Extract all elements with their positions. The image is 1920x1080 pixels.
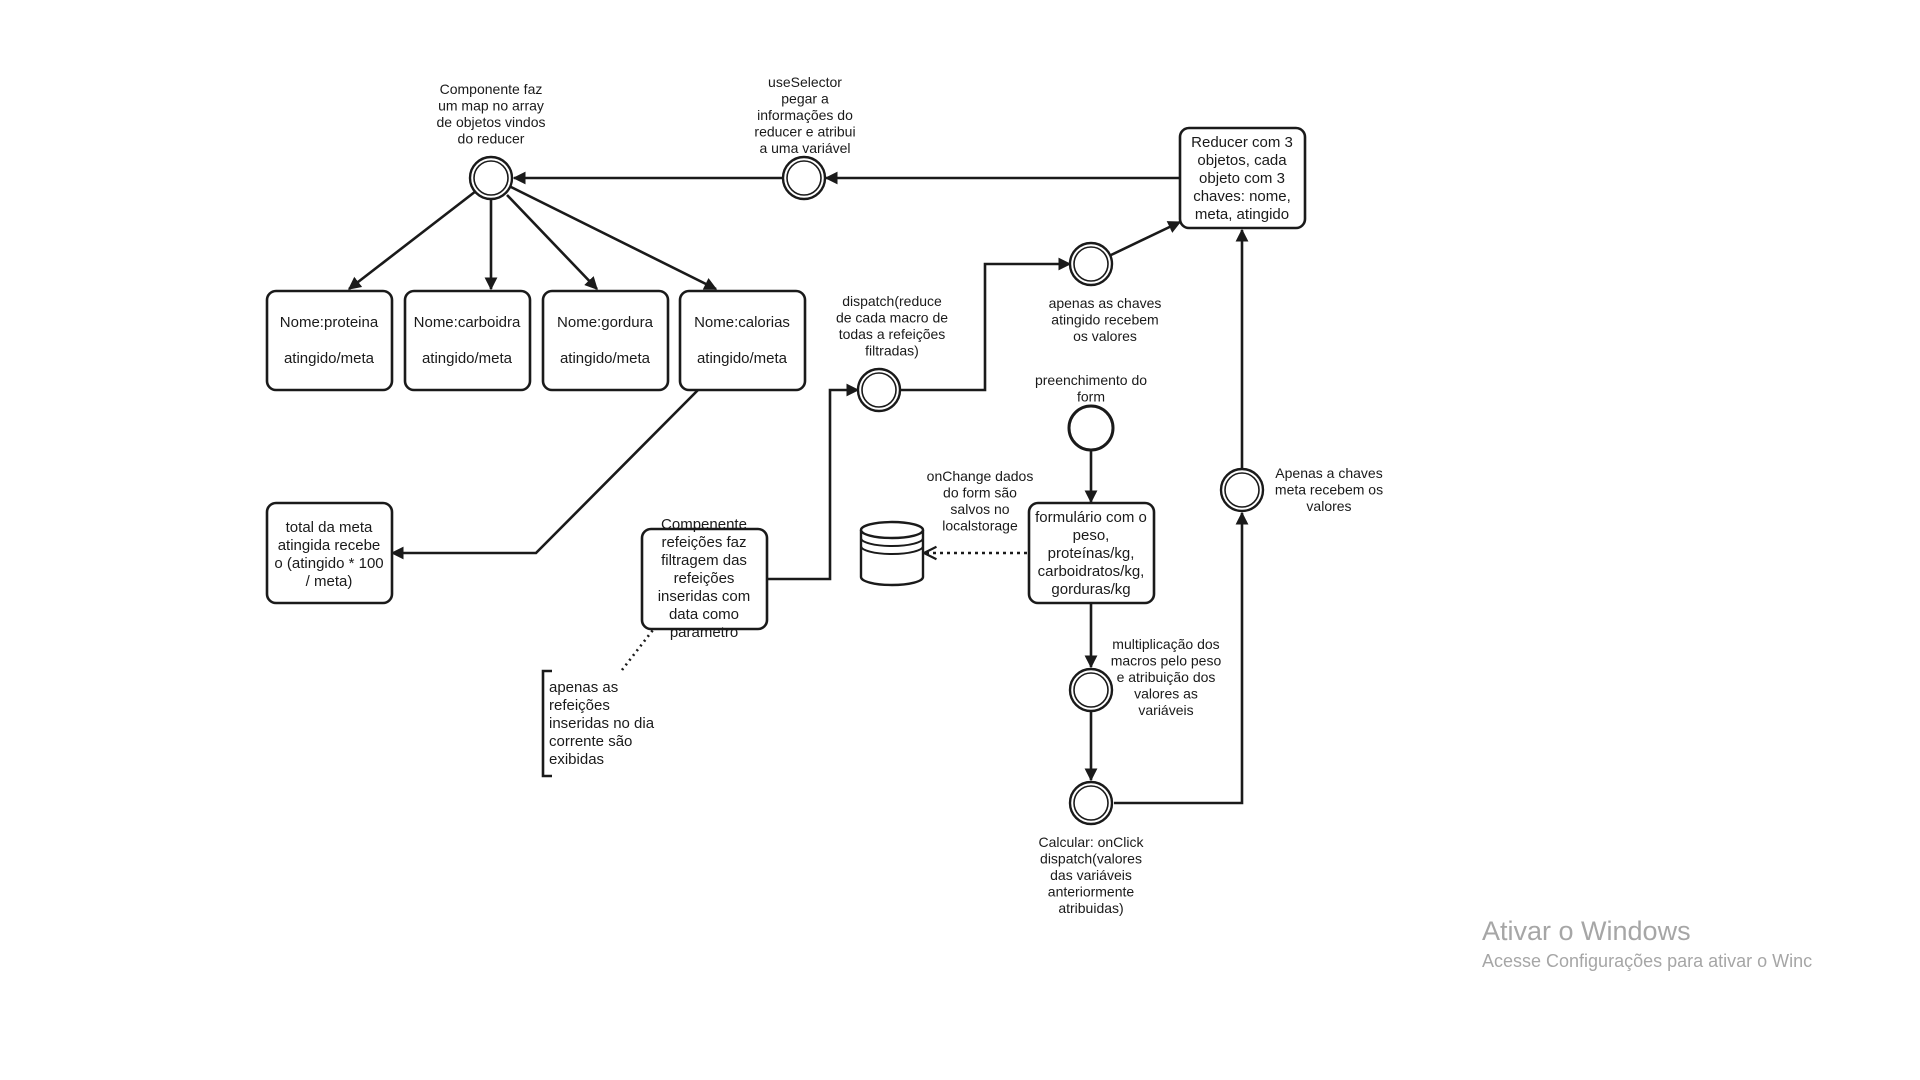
edge-calcular-to-meta	[1114, 511, 1249, 805]
watermark-title: Ativar o Windows	[1482, 916, 1691, 946]
annotation-bracket	[541, 669, 552, 778]
map-event-inner-circle	[473, 160, 509, 196]
localstorage-database-icon	[859, 520, 925, 587]
edge-dispatch-to-atingido	[901, 257, 1072, 392]
events	[468, 155, 1265, 826]
atingido-event-inner-circle	[1073, 246, 1109, 282]
edge-atingido-to-reducer	[1110, 220, 1182, 257]
edges	[347, 171, 1249, 805]
edge-refeicoes-to-dispatch	[768, 383, 860, 581]
annotation-connector	[620, 625, 658, 671]
gordura-box	[541, 289, 670, 392]
boxes	[265, 126, 1307, 631]
start-event-circle	[1067, 404, 1115, 452]
meta-event-inner-circle	[1224, 472, 1260, 508]
calcular-event-inner-circle	[1073, 785, 1109, 821]
windows-activation-watermark: Ativar o Windows Acesse Configurações pa…	[1482, 914, 1812, 974]
total-box	[265, 501, 394, 605]
multiplicacao-event-inner-circle	[1073, 672, 1109, 708]
calorias-box	[678, 289, 807, 392]
edge-map-to-proteina	[347, 189, 477, 291]
proteina-box	[265, 289, 394, 392]
dispatch-event-inner-circle	[861, 372, 897, 408]
formulario-box	[1027, 501, 1156, 605]
carboidra-box	[403, 289, 532, 392]
useselector-event-inner-circle	[786, 160, 822, 196]
edge-calorias-to-total	[390, 389, 699, 560]
edge-map-to-gordura	[506, 194, 598, 290]
reducer-box	[1178, 126, 1307, 230]
watermark-subtitle: Acesse Configurações para ativar o Winc	[1482, 951, 1813, 971]
refeicoes-box	[640, 527, 769, 631]
edge-map-to-calorias	[510, 185, 718, 291]
